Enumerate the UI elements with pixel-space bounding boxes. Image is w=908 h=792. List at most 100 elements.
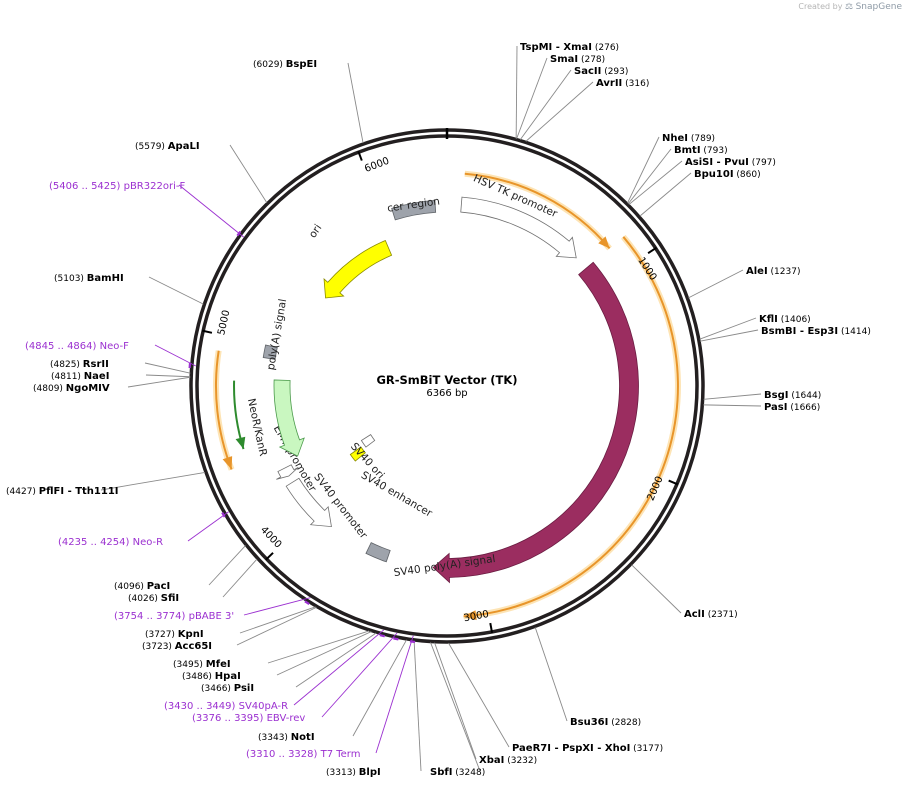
enzyme-position: (316) (622, 79, 649, 89)
enzyme-position: (6029) (253, 60, 286, 70)
enzyme-label-tspmi: TspMI - XmaI (276) (520, 42, 619, 53)
enzyme-name: BlpI (359, 767, 381, 778)
orf-glow-2 (212, 350, 235, 471)
enzyme-label-xbai: XbaI (3232) (479, 755, 537, 766)
enzyme-position: (860) (734, 170, 761, 180)
enzyme-label-acc65i: (3723) Acc65I (142, 641, 212, 652)
center-title: GR-SmBiT Vector (TK) 6366 bp (376, 373, 517, 399)
enzyme-line-paci (208, 545, 246, 586)
enzyme-line-sbfi (430, 642, 481, 772)
feature-sv40-poly-a-signal (365, 542, 391, 563)
enzyme-line-apali (229, 144, 268, 203)
enzyme-line-naei (145, 374, 191, 378)
feature-label-poly-a-signal: poly(A) signal (265, 298, 289, 371)
tick-mark-1000 (647, 246, 657, 254)
enzyme-position: (3495) (173, 660, 206, 670)
enzyme-label-bsgi: BsgI (1644) (764, 390, 821, 401)
enzyme-label-naei: (4811) NaeI (51, 371, 109, 382)
enzyme-line-xbai (434, 642, 477, 760)
enzyme-label-smai: SmaI (278) (550, 54, 605, 65)
enzyme-position: (276) (592, 43, 619, 53)
enzyme-position: (3313) (326, 768, 359, 778)
primer-mark-pbabe-3 (304, 600, 310, 606)
enzyme-line-tspmi (515, 45, 518, 139)
enzyme-line-bsu36i (534, 627, 568, 722)
primer-line-pbabe-3 (243, 597, 311, 616)
enzyme-line-blpi (413, 640, 422, 772)
enzyme-line-sacii (519, 69, 572, 140)
primer-mark-ebv-rev (393, 637, 399, 641)
enzyme-label-kfli: KflI (1406) (759, 314, 811, 325)
label-layer: TspMI - XmaI (276)SmaI (278)SacII (293) A… (6, 42, 871, 778)
enzyme-position: (5103) (54, 274, 87, 284)
orf-arrowhead-0 (598, 236, 610, 249)
enzyme-line-bsmbi (699, 329, 759, 342)
enzyme-line-hpai (276, 631, 372, 676)
enzyme-position: (278) (578, 55, 605, 65)
tick-label-1000: 1000 (635, 255, 658, 282)
enzyme-line-paer7i (448, 642, 510, 748)
enzyme-position: (3466) (201, 684, 234, 694)
enzyme-label-pasi: PasI (1666) (764, 402, 820, 413)
enzyme-line-asisi (628, 160, 683, 205)
orf-arrowhead-1 (463, 610, 477, 621)
enzyme-position: (1237) (768, 267, 801, 277)
feature-poly-a-signal (262, 344, 278, 360)
enzyme-name: NaeI (84, 371, 110, 382)
enzyme-name: BamHI (87, 273, 124, 284)
enzyme-name: AsiSI - PvuI (685, 157, 749, 168)
primer-label-pbabe-3: (3754 .. 3774) pBABE 3' (114, 611, 234, 622)
orf-arrowhead-3 (235, 436, 246, 450)
tick-mark-3000 (489, 622, 494, 634)
enzyme-name: PaeR7I - PspXI - XhoI (512, 743, 630, 754)
feature-sv40-promoter (285, 477, 332, 528)
enzyme-position: (4096) (114, 582, 147, 592)
primer-label-t7-term: (3310 .. 3328) T7 Term (246, 749, 360, 760)
enzyme-line-rsrii (144, 362, 191, 374)
enzyme-label-mfei: (3495) MfeI (173, 659, 231, 670)
enzyme-position: (3727) (145, 630, 178, 640)
enzyme-name: PacI (147, 581, 170, 592)
enzyme-position: (1414) (838, 327, 871, 337)
enzyme-name: HpaI (215, 671, 241, 682)
enzyme-position: (3177) (630, 744, 663, 754)
credit-brand: SnapGene (855, 2, 902, 12)
enzyme-position: (4427) (6, 487, 39, 497)
enzyme-line-bmti (627, 148, 672, 205)
tick-label-5000: 5000 (216, 309, 232, 336)
enzyme-line-avrii (525, 81, 594, 142)
enzyme-name: KpnI (178, 629, 204, 640)
tick-mark-5000 (201, 329, 213, 334)
primer-line-ebv-rev (321, 632, 398, 718)
feature-sv40-ori (349, 446, 366, 462)
plasmid-name: GR-SmBiT Vector (TK) (376, 373, 517, 387)
enzyme-position: (1644) (788, 391, 821, 401)
enzyme-line-bspei (347, 62, 364, 144)
enzyme-line-bsgi (703, 393, 762, 400)
enzyme-position: (2371) (705, 610, 738, 620)
enzyme-name: TspMI - XmaI (520, 42, 592, 53)
enzyme-label-hpai: (3486) HpaI (182, 671, 241, 682)
enzyme-position: (793) (701, 146, 728, 156)
tick-mark-2000 (668, 479, 679, 486)
enzyme-name: RsrII (83, 359, 109, 370)
primer-label-neo-f: (4845 .. 4864) Neo-F (25, 341, 129, 352)
plasmid-length: 6366 bp (426, 388, 467, 399)
enzyme-label-bsmbi: BsmBI - Esp3I (1414) (761, 326, 871, 337)
tick-label-2000: 2000 (646, 475, 666, 503)
feature-hsv-tk-promoter (460, 196, 577, 259)
tick-label-3000: 3000 (463, 609, 490, 624)
label-line-layer (100, 45, 762, 772)
enzyme-name: Bsu36I (570, 717, 608, 728)
enzyme-line-sfii (222, 558, 258, 598)
orf-arrowhead-2 (222, 456, 233, 470)
enzyme-label-sacii: SacII (293) (574, 66, 628, 77)
enzyme-label-sbfi: SbfI (3248) (430, 767, 485, 778)
feature-em7-promoter (276, 464, 299, 480)
enzyme-position: (3343) (258, 733, 291, 743)
enzyme-name: AleI (746, 266, 768, 277)
enzyme-name: NgoMIV (66, 383, 110, 394)
enzyme-line-acc65i (236, 606, 317, 646)
tick-label-6000: 6000 (363, 156, 391, 175)
